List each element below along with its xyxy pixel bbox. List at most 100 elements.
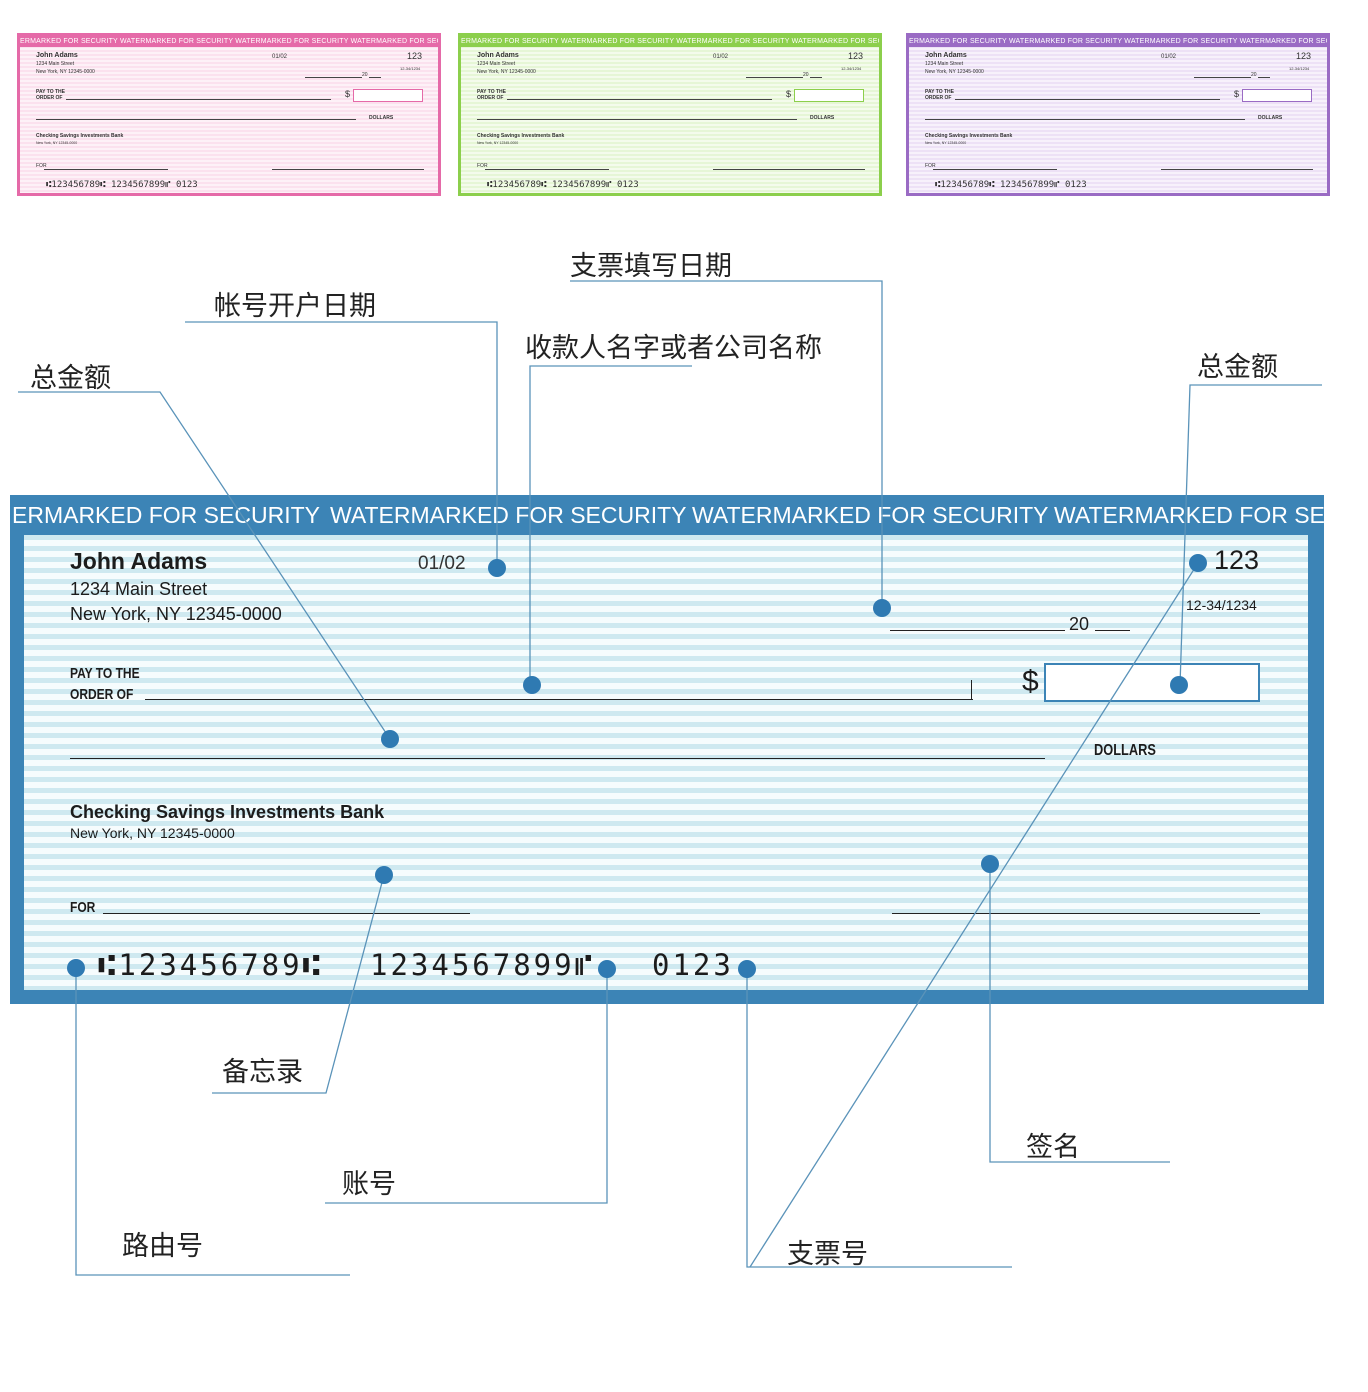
account-open-date: 01/02 bbox=[418, 553, 466, 574]
callout-dot-amount-words bbox=[381, 730, 399, 748]
date-line bbox=[890, 630, 1065, 631]
amount-box[interactable] bbox=[1044, 663, 1260, 702]
micr-routing: ⑆123456789⑆ bbox=[98, 948, 323, 982]
micr-account: 1234567899⑈ bbox=[370, 948, 595, 982]
mini-bank: Checking Savings Investments Bank bbox=[36, 133, 124, 139]
mini-name: John Adams bbox=[477, 52, 519, 59]
amount-words-line bbox=[70, 758, 1045, 759]
leader-routing-number bbox=[75, 969, 350, 1276]
label-date-written: 支票填写日期 bbox=[570, 251, 732, 282]
watermark-text: WATERMARKED FOR SECURITY bbox=[330, 502, 687, 528]
address-line-1: 1234 Main Street bbox=[70, 579, 208, 599]
bank-name: Checking Savings Investments Bank bbox=[70, 802, 385, 822]
mini-check-3: ERMARKED FOR SECURITY WATERMARKED FOR SE… bbox=[906, 33, 1330, 196]
mini-check-number: 123 bbox=[1296, 51, 1312, 61]
mini-watermark-bar: ERMARKED FOR SECURITY WATERMARKED FOR SE… bbox=[20, 36, 438, 47]
mini-bank-city: New York, NY 12345-0000 bbox=[477, 141, 519, 145]
mini-date: 01/02 bbox=[272, 54, 288, 60]
mini-for: FOR bbox=[477, 163, 488, 169]
callout-dot-check-number bbox=[1189, 554, 1207, 572]
mini-line bbox=[955, 99, 1220, 100]
mini-check-1: ERMARKED FOR SECURITY WATERMARKED FOR SE… bbox=[17, 33, 441, 196]
mini-amount-box bbox=[353, 89, 423, 102]
callout-dot-micr-check-number bbox=[738, 960, 756, 978]
year-prefix: 20 bbox=[1069, 614, 1090, 634]
mini-amount-box bbox=[794, 89, 864, 102]
mini-year: 20 bbox=[362, 72, 368, 78]
fraction-code: 12-34/1234 bbox=[1186, 597, 1257, 613]
label-payee: 收款人名字或者公司名称 bbox=[525, 333, 822, 364]
mini-address-1: 1234 Main Street bbox=[36, 61, 75, 67]
mini-micr: ⑆123456789⑆ 1234567899⑈ 0123 bbox=[46, 180, 198, 190]
check-number: 123 bbox=[1214, 545, 1260, 575]
main-check: ERMARKED FOR SECURITY WATERMARKED FOR SE… bbox=[10, 495, 1324, 1004]
mini-pay-1: PAY TO THE bbox=[925, 89, 954, 95]
mini-pay-1: PAY TO THE bbox=[36, 89, 65, 95]
leader-amount-numeric bbox=[1179, 384, 1322, 686]
mini-address-1: 1234 Main Street bbox=[477, 61, 516, 67]
mini-dollars: DOLLARS bbox=[369, 115, 394, 121]
mini-line bbox=[369, 77, 381, 78]
mini-line bbox=[1161, 169, 1313, 170]
mini-pay-2: ORDER OF bbox=[925, 95, 952, 101]
label-check-number: 支票号 bbox=[787, 1239, 868, 1270]
memo-line bbox=[103, 913, 470, 914]
mini-bank: Checking Savings Investments Bank bbox=[477, 133, 565, 139]
mini-dollars: DOLLARS bbox=[810, 115, 835, 121]
pay-to-label-2: ORDER OF bbox=[70, 686, 134, 703]
mini-line bbox=[1194, 77, 1251, 78]
mini-pay-2: ORDER OF bbox=[477, 95, 504, 101]
mini-for: FOR bbox=[925, 163, 936, 169]
address-line-2: New York, NY 12345-0000 bbox=[70, 604, 282, 624]
callout-dot-routing-number bbox=[67, 959, 85, 977]
mini-line bbox=[746, 77, 803, 78]
mini-name: John Adams bbox=[925, 52, 967, 59]
for-label: FOR bbox=[70, 899, 96, 916]
label-routing-number: 路由号 bbox=[122, 1231, 203, 1262]
mini-line bbox=[485, 169, 609, 170]
mini-line bbox=[713, 169, 865, 170]
leader-payee bbox=[529, 365, 692, 685]
callout-dot-account-number bbox=[598, 960, 616, 978]
mini-line bbox=[925, 119, 1245, 120]
payee-line-end bbox=[971, 680, 972, 700]
signature-line bbox=[892, 913, 1260, 914]
watermark-bar: ERMARKED FOR SECURITY WATERMARKED FOR SE… bbox=[10, 495, 1324, 535]
mini-bank-city: New York, NY 12345-0000 bbox=[925, 141, 967, 145]
mini-year: 20 bbox=[803, 72, 809, 78]
watermark-text: WATERMARKED FOR SECURITY bbox=[692, 502, 1049, 528]
callout-dot-payee bbox=[523, 676, 541, 694]
mini-address-1: 1234 Main Street bbox=[925, 61, 964, 67]
year-line bbox=[1095, 630, 1130, 631]
mini-fraction: 12-34/1234 bbox=[841, 66, 862, 71]
callout-dot-memo bbox=[375, 866, 393, 884]
callout-dot-signature bbox=[981, 855, 999, 873]
mini-address-2: New York, NY 12345-0000 bbox=[925, 69, 984, 75]
mini-watermark-bar: ERMARKED FOR SECURITY WATERMARKED FOR SE… bbox=[461, 36, 879, 47]
label-amount-words: 总金额 bbox=[30, 363, 111, 394]
mini-bank: Checking Savings Investments Bank bbox=[925, 133, 1013, 139]
mini-line bbox=[507, 99, 772, 100]
mini-date: 01/02 bbox=[713, 54, 729, 60]
callout-dot-account-open-date bbox=[488, 559, 506, 577]
label-memo: 备忘录 bbox=[222, 1057, 303, 1088]
dollar-sign: $ bbox=[1022, 665, 1039, 698]
payee-line bbox=[145, 699, 973, 700]
callout-dot-amount-numeric bbox=[1170, 676, 1188, 694]
mini-dollar-sign: $ bbox=[345, 89, 351, 99]
account-holder-name: John Adams bbox=[70, 548, 208, 574]
leader-check-number bbox=[746, 969, 1012, 1268]
mini-bank-city: New York, NY 12345-0000 bbox=[36, 141, 78, 145]
label-signature: 签名 bbox=[1026, 1132, 1080, 1163]
mini-micr: ⑆123456789⑆ 1234567899⑈ 0123 bbox=[935, 180, 1087, 190]
watermark-text: ERMARKED FOR SECURITY bbox=[12, 502, 320, 528]
mini-line bbox=[305, 77, 362, 78]
mini-check-number: 123 bbox=[407, 51, 423, 61]
mini-watermark-bar: ERMARKED FOR SECURITY WATERMARKED FOR SE… bbox=[909, 36, 1327, 47]
leader-account-number bbox=[325, 969, 608, 1204]
mini-line bbox=[1258, 77, 1270, 78]
mini-micr: ⑆123456789⑆ 1234567899⑈ 0123 bbox=[487, 180, 639, 190]
mini-address-2: New York, NY 12345-0000 bbox=[477, 69, 536, 75]
micr-check-number: 0123 bbox=[652, 948, 734, 982]
